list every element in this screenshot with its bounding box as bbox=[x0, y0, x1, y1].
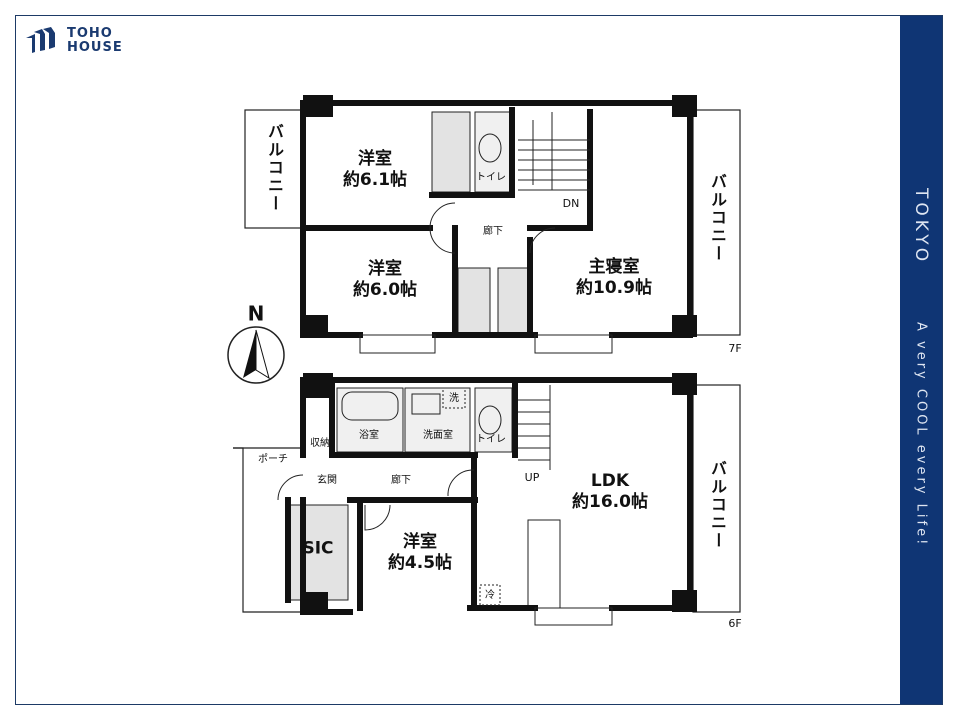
closet-7f bbox=[431, 111, 471, 193]
sidebar-band bbox=[900, 16, 942, 704]
room-size: 約16.0帖 bbox=[572, 492, 648, 512]
washer-label: 洗 bbox=[449, 392, 459, 404]
balcony-right-6f-label: バルコニー bbox=[708, 460, 727, 550]
bath-label: 浴室 bbox=[359, 429, 379, 441]
room-name: LDK bbox=[590, 470, 630, 491]
floor-7f-label: 7F bbox=[728, 342, 742, 356]
closet-7f-2 bbox=[457, 267, 491, 334]
stairs-down-label: DN bbox=[562, 197, 580, 211]
toilet-7f-label: トイレ bbox=[476, 171, 506, 183]
room-6f: 洋室約4.5帖 bbox=[388, 532, 452, 575]
room-size: 約6.0帖 bbox=[352, 280, 418, 300]
sidebar-title: TOKYO bbox=[911, 188, 931, 266]
balcony-left-7f-label: バルコニー bbox=[265, 123, 284, 213]
kitchen-counter bbox=[527, 519, 561, 609]
hall-6f-label: 廊下 bbox=[391, 474, 411, 486]
compass-north-label: N bbox=[247, 301, 265, 326]
master-bedroom: 主寝室約10.9帖 bbox=[576, 257, 652, 300]
washroom-label: 洗面室 bbox=[423, 429, 453, 441]
logo-line2: HOUSE bbox=[67, 40, 123, 55]
porch-label: ポーチ bbox=[258, 453, 288, 465]
floor-6f-label: 6F bbox=[728, 617, 742, 631]
sic-label: SIC bbox=[302, 538, 334, 559]
page-frame bbox=[15, 15, 943, 705]
closet-7f-3 bbox=[497, 267, 531, 334]
sidebar-tagline: A very COOL every Life! bbox=[913, 322, 929, 548]
hall-7f-label: 廊下 bbox=[483, 225, 503, 237]
entrance-label: 玄関 bbox=[317, 474, 337, 486]
room-name: 洋室 bbox=[403, 531, 437, 552]
sic-room bbox=[287, 504, 349, 601]
room-name: 洋室 bbox=[368, 258, 402, 279]
room-name: 主寝室 bbox=[588, 256, 640, 277]
storage-label: 収納 bbox=[310, 437, 330, 449]
room-7f-1: 洋室約6.1帖 bbox=[343, 149, 407, 192]
room-size: 約4.5帖 bbox=[387, 553, 453, 573]
wash-room bbox=[404, 387, 471, 453]
house-stripes-icon bbox=[26, 27, 55, 53]
stairs-up-label: UP bbox=[524, 471, 540, 485]
room-name: 洋室 bbox=[358, 148, 392, 169]
room-7f-2: 洋室約6.0帖 bbox=[353, 259, 417, 302]
compass-needle bbox=[243, 330, 256, 378]
logo-line1: TOHO bbox=[67, 26, 113, 41]
balcony-right-7f-label: バルコニー bbox=[708, 173, 727, 263]
room-size: 約10.9帖 bbox=[576, 278, 652, 298]
room-size: 約6.1帖 bbox=[342, 170, 408, 190]
fridge-label: 冷 bbox=[485, 589, 495, 601]
toilet-6f-label: トイレ bbox=[476, 433, 506, 445]
